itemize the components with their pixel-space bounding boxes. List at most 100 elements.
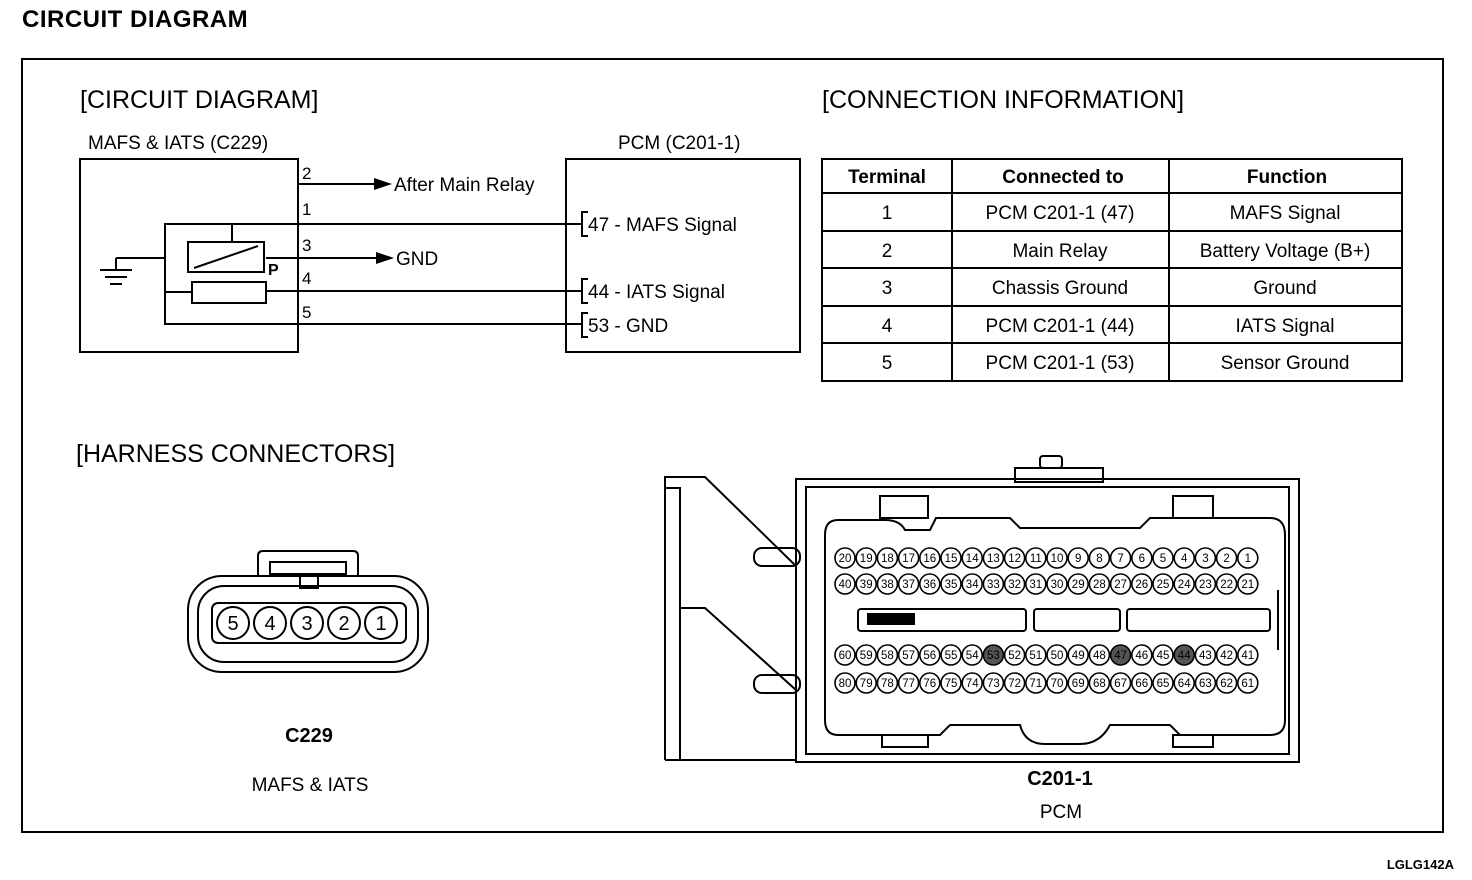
c201-cavity-number: 60: [839, 650, 852, 662]
c201-cavity-number: 24: [1178, 579, 1191, 591]
c201-cavity-number: 10: [1051, 553, 1064, 565]
c201-cavity-number: 39: [860, 579, 873, 591]
pcm-terminal-47: 47 - MAFS Signal: [588, 215, 737, 236]
reference-code: LGLG142A: [1386, 857, 1454, 872]
c201-cavity: [1046, 644, 1068, 666]
c201-cavity-number: 52: [1008, 650, 1021, 662]
c201-cavity: [1152, 547, 1174, 569]
table-header-connected-to: Connected to: [1002, 167, 1123, 188]
c229-name-label: MAFS & IATS: [252, 775, 369, 796]
circuit-section-title: [CIRCUIT DIAGRAM]: [80, 86, 318, 114]
c229-cavity: [327, 606, 361, 640]
c201-cavity: [1025, 672, 1047, 694]
c201-cavity: [1152, 644, 1174, 666]
table-cell: PCM C201-1 (44): [986, 316, 1135, 337]
c201-cavity: [1109, 672, 1132, 694]
c201-cavity-number: 78: [881, 678, 894, 690]
c201-cavity: [1067, 644, 1089, 666]
c229-cavity: [253, 606, 287, 640]
c201-cavity: [940, 644, 962, 666]
c229-connector: [187, 550, 429, 673]
c201-cavity: [1131, 672, 1153, 694]
c201-cavity-number: 70: [1051, 678, 1064, 690]
c201-cavity: [897, 547, 920, 569]
pin-number: 2: [302, 164, 311, 183]
c201-cavity: [876, 644, 899, 666]
c201-cavity-number: 1: [1245, 553, 1251, 565]
c201-cavity: [1173, 573, 1195, 595]
c201-cavity-number: 79: [860, 678, 873, 690]
pin-number: 3: [302, 236, 311, 255]
c201-cavity: [940, 573, 962, 595]
table-cell: MAFS Signal: [1230, 203, 1341, 224]
c201-cavity: [1025, 547, 1047, 569]
c201-cavity: [982, 573, 1005, 595]
c201-cavity-number: 27: [1114, 579, 1127, 591]
c201-cavity-number: 3: [1202, 553, 1208, 565]
c201-cavity-number: 7: [1117, 553, 1123, 565]
table-header-terminal: Terminal: [848, 167, 926, 188]
c201-cavity-number: 55: [945, 650, 958, 662]
c201-cavity: [940, 672, 962, 694]
c201-cavity: [961, 644, 984, 666]
table-cell: PCM C201-1 (53): [986, 353, 1135, 374]
c201-cavity-number: 37: [902, 579, 915, 591]
c201-cavity: [1152, 672, 1174, 694]
c201-cavity-number: 42: [1220, 650, 1233, 662]
pin-number: 4: [302, 269, 311, 288]
table-cell: Main Relay: [1012, 241, 1108, 262]
circuit-section: [CIRCUIT DIAGRAM] MAFS & IATS (C229) PCM…: [79, 86, 801, 353]
c201-cavity: [834, 672, 856, 694]
c201-cavity-number: 44: [1178, 650, 1191, 662]
table-cell: 5: [882, 353, 893, 374]
c201-name-label: PCM: [1040, 802, 1082, 823]
c201-cavity: [1003, 644, 1026, 666]
c201-cavity-number: 32: [1008, 579, 1021, 591]
c201-cavity-number: 80: [839, 678, 852, 690]
c201-cavity: [1237, 547, 1259, 569]
connection-info-title: [CONNECTION INFORMATION]: [822, 86, 1184, 114]
c229-cavity: [364, 606, 398, 640]
pcm-connector-label: PCM (C201-1): [618, 133, 740, 154]
c201-cavity: [1003, 547, 1026, 569]
c201-cavity-number: 57: [902, 650, 915, 662]
c201-cavity: [1088, 573, 1111, 595]
c201-cavity: [1215, 672, 1238, 694]
c201-cavity: [834, 547, 856, 569]
c201-cavity: [1215, 573, 1238, 595]
c201-cavity: [897, 672, 920, 694]
table-cell: 1: [882, 203, 893, 224]
c201-cavity-number: 54: [966, 650, 979, 662]
connection-info-section: [CONNECTION INFORMATION] Terminal Connec…: [821, 86, 1403, 382]
c201-cavity: [982, 644, 1005, 666]
c201-cavity-number: 17: [902, 553, 915, 565]
c201-cavity-number: 74: [966, 678, 979, 690]
c201-cavity-number: 61: [1241, 678, 1254, 690]
c201-cavity: [1215, 547, 1238, 569]
c201-cavity: [1003, 672, 1026, 694]
c201-cavity-number: 50: [1051, 650, 1064, 662]
c201-cavity-number: 38: [881, 579, 894, 591]
c201-cavity-number: 34: [966, 579, 979, 591]
c201-cavity-number: 19: [860, 553, 873, 565]
pin-number: 1: [302, 200, 311, 219]
gnd-label: GND: [396, 249, 438, 270]
table-cell: Chassis Ground: [992, 278, 1128, 299]
c229-cavity-number: 4: [264, 613, 275, 635]
c201-cavity: [982, 672, 1005, 694]
c201-cavity: [1131, 644, 1153, 666]
c201-cavity-number: 30: [1051, 579, 1064, 591]
c201-cavity-number: 5: [1160, 553, 1166, 565]
c201-cavity-number: 26: [1135, 579, 1148, 591]
c201-cavity: [1088, 672, 1111, 694]
c201-cavity: [855, 573, 878, 595]
connection-table: [821, 158, 1403, 382]
pcm-terminal-44: 44 - IATS Signal: [588, 282, 725, 303]
c201-cavity-number: 13: [987, 553, 1000, 565]
c201-cavity: [1046, 573, 1068, 595]
c201-cavity-number: 36: [923, 579, 936, 591]
c229-cavity-number: 5: [227, 613, 238, 635]
sensor-p-label: P: [268, 262, 279, 279]
